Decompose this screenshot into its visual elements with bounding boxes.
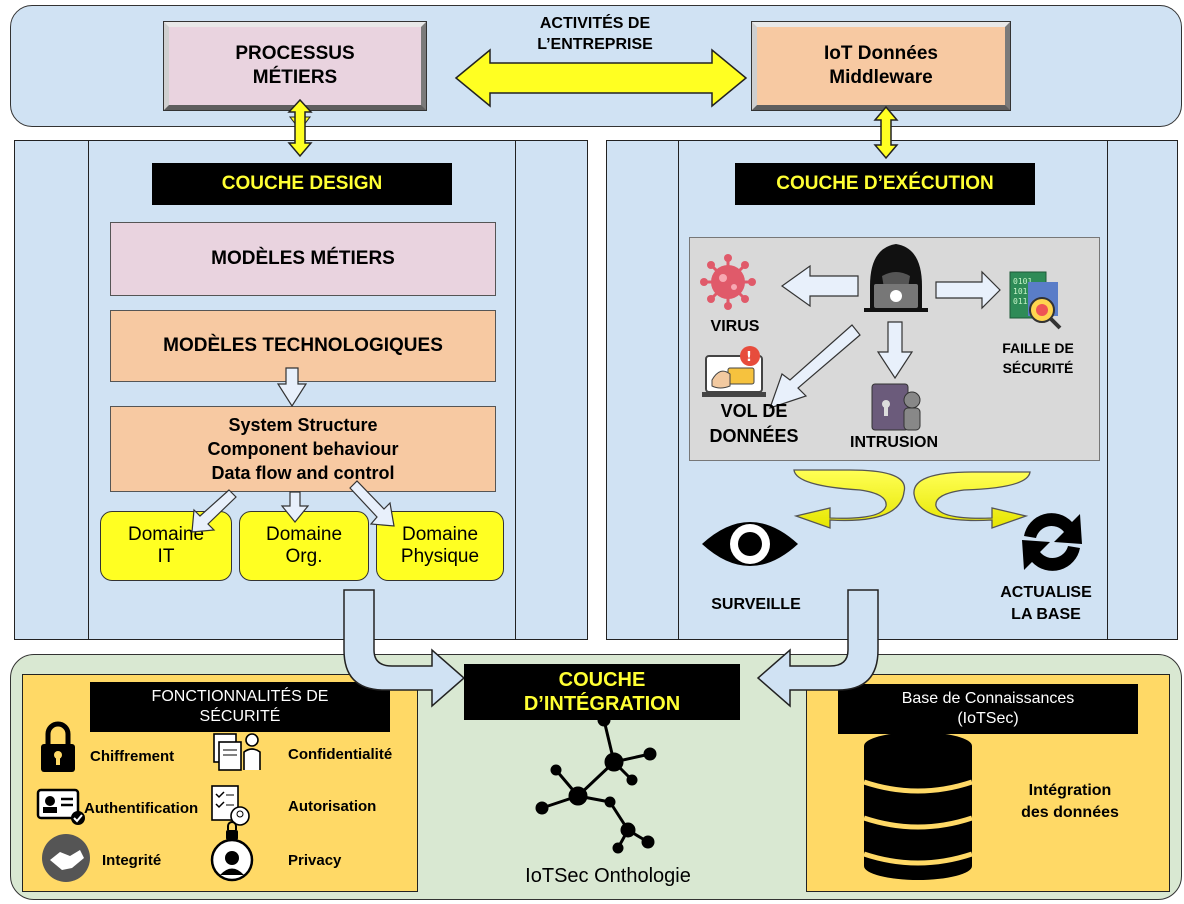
actualise-label: ACTUALISE LA BASE bbox=[980, 582, 1112, 626]
virus-label: VIRUS bbox=[710, 318, 760, 335]
domain-it-line-2: IT bbox=[157, 546, 175, 567]
hacker-to-intrusion-arrow bbox=[876, 321, 914, 380]
execution-to-integration-arrow bbox=[756, 589, 879, 708]
domain-physique-line-1: Domaine bbox=[401, 524, 479, 545]
domain-physique-line-2: Physique bbox=[400, 546, 480, 567]
design-layer-title: COUCHE DESIGN bbox=[152, 163, 452, 205]
activites-label: ACTIVITÉS DE L’ENTREPRISE bbox=[510, 12, 680, 56]
confidential-docs-icon bbox=[213, 733, 261, 771]
actualise-line-1: ACTUALISE bbox=[1000, 584, 1092, 601]
vol-line-2: DONNÉES bbox=[709, 426, 799, 446]
faille-line-2: SÉCURITÉ bbox=[1002, 360, 1074, 376]
processus-line-2: MÉTIERS bbox=[252, 67, 338, 88]
security-item-confidentialite: Confidentialité bbox=[288, 746, 393, 763]
integration-line-1: COUCHE bbox=[558, 669, 646, 691]
modeles-metiers-box: MODÈLES MÉTIERS bbox=[110, 222, 496, 296]
domain-it-line-1: Domaine bbox=[127, 524, 205, 545]
intrusion-icon bbox=[871, 383, 921, 431]
iot-middleware-box: IoT Données Middleware bbox=[752, 22, 1010, 110]
integration-layer-title: COUCHE D’INTÉGRATION bbox=[464, 664, 740, 720]
structure-to-org-arrow bbox=[280, 491, 310, 523]
design-to-integration-arrow bbox=[343, 589, 466, 708]
actualise-curved-arrow bbox=[913, 471, 1031, 529]
domain-org-line-1: Domaine bbox=[265, 524, 343, 545]
eye-icon bbox=[702, 522, 798, 566]
vol-donnees-label: VOL DE DONNÉES bbox=[694, 398, 814, 450]
knowledge-line-1: Intégration bbox=[1028, 782, 1112, 799]
security-item-autorisation: Autorisation bbox=[288, 798, 377, 815]
vol-line-1: VOL DE bbox=[720, 401, 788, 421]
execution-layer-inner bbox=[678, 141, 1108, 639]
faille-label: FAILLE DE SÉCURITÉ bbox=[990, 337, 1086, 379]
knowledge-label: Intégration des données bbox=[1000, 778, 1140, 826]
knowledge-title-line-1: Base de Connaissances bbox=[901, 690, 1075, 707]
hacker-to-vol-arrow bbox=[769, 324, 861, 409]
iot-to-execution-arrow bbox=[873, 105, 899, 160]
svg-text:1010: 1010 bbox=[1013, 287, 1032, 296]
svg-text:!: ! bbox=[746, 350, 752, 365]
database-icon bbox=[863, 732, 973, 880]
surveille-curved-arrow bbox=[793, 469, 906, 529]
security-breach-icon: 0101 1010 0110 bbox=[1009, 271, 1062, 330]
security-features-title: FONCTIONNALITÉS DE SÉCURITÉ bbox=[90, 682, 390, 732]
structure-line-1: System Structure bbox=[228, 415, 378, 435]
domain-physique-box: Domaine Physique bbox=[376, 511, 504, 581]
knowledge-line-2: des données bbox=[1021, 804, 1119, 821]
security-item-integrite: Integrité bbox=[102, 852, 162, 869]
structure-to-it-arrow bbox=[191, 489, 237, 533]
knowledge-base-title: Base de Connaissances (IoTSec) bbox=[838, 684, 1138, 734]
onthologie-label: IoTSec Onthologie bbox=[525, 864, 691, 887]
network-icon bbox=[535, 713, 657, 854]
surveille-label: SURVEILLE bbox=[711, 596, 801, 613]
tech-to-structure-arrow bbox=[276, 367, 308, 408]
svg-text:0101: 0101 bbox=[1013, 277, 1032, 286]
svg-text:0110: 0110 bbox=[1013, 297, 1032, 306]
handshake-icon bbox=[42, 834, 90, 882]
security-title-line-1: FONCTIONNALITÉS DE bbox=[151, 688, 329, 705]
design-layer-inner bbox=[88, 141, 516, 639]
iot-line-1: IoT Données bbox=[823, 43, 938, 64]
authorization-doc-icon bbox=[211, 785, 250, 826]
execution-layer-title: COUCHE D’EXÉCUTION bbox=[735, 163, 1035, 205]
intrusion-label: INTRUSION bbox=[850, 434, 938, 451]
security-item-privacy: Privacy bbox=[288, 852, 342, 869]
integration-line-2: D’INTÉGRATION bbox=[523, 693, 681, 715]
actualise-line-2: LA BASE bbox=[1011, 606, 1081, 623]
security-title-line-2: SÉCURITÉ bbox=[199, 708, 281, 725]
refresh-icon bbox=[1022, 513, 1082, 571]
activites-line-1: ACTIVITÉS DE bbox=[539, 15, 651, 32]
processus-to-design-arrow-2 bbox=[287, 98, 313, 158]
enterprise-double-arrow bbox=[454, 48, 748, 108]
processus-metiers-box: PROCESSUS MÉTIERS bbox=[164, 22, 426, 110]
processus-line-1: PROCESSUS bbox=[235, 43, 355, 64]
virus-icon bbox=[700, 254, 756, 310]
modeles-technologiques-box: MODÈLES TECHNOLOGIQUES bbox=[110, 310, 496, 382]
id-card-icon bbox=[36, 788, 85, 825]
security-item-authentification: Authentification bbox=[84, 800, 199, 817]
lock-icon bbox=[41, 721, 75, 772]
structure-to-physique-arrow bbox=[349, 480, 395, 527]
hacker-to-virus-arrow bbox=[780, 264, 859, 308]
domain-org-line-2: Org. bbox=[285, 546, 323, 567]
hacker-to-faille-arrow bbox=[935, 270, 1001, 310]
activites-line-2: L’ENTREPRISE bbox=[537, 36, 653, 53]
data-theft-icon: ! bbox=[702, 346, 766, 397]
structure-line-2: Component behaviour bbox=[207, 439, 399, 459]
faille-line-1: FAILLE DE bbox=[1002, 340, 1074, 356]
privacy-user-icon bbox=[210, 821, 254, 882]
hacker-icon bbox=[864, 244, 928, 312]
system-structure-box: System Structure Component behaviour Dat… bbox=[110, 406, 496, 492]
iot-line-2: Middleware bbox=[829, 67, 933, 88]
structure-line-3: Data flow and control bbox=[211, 463, 395, 483]
security-item-chiffrement: Chiffrement bbox=[90, 748, 175, 765]
knowledge-title-line-2: (IoTSec) bbox=[957, 710, 1019, 727]
